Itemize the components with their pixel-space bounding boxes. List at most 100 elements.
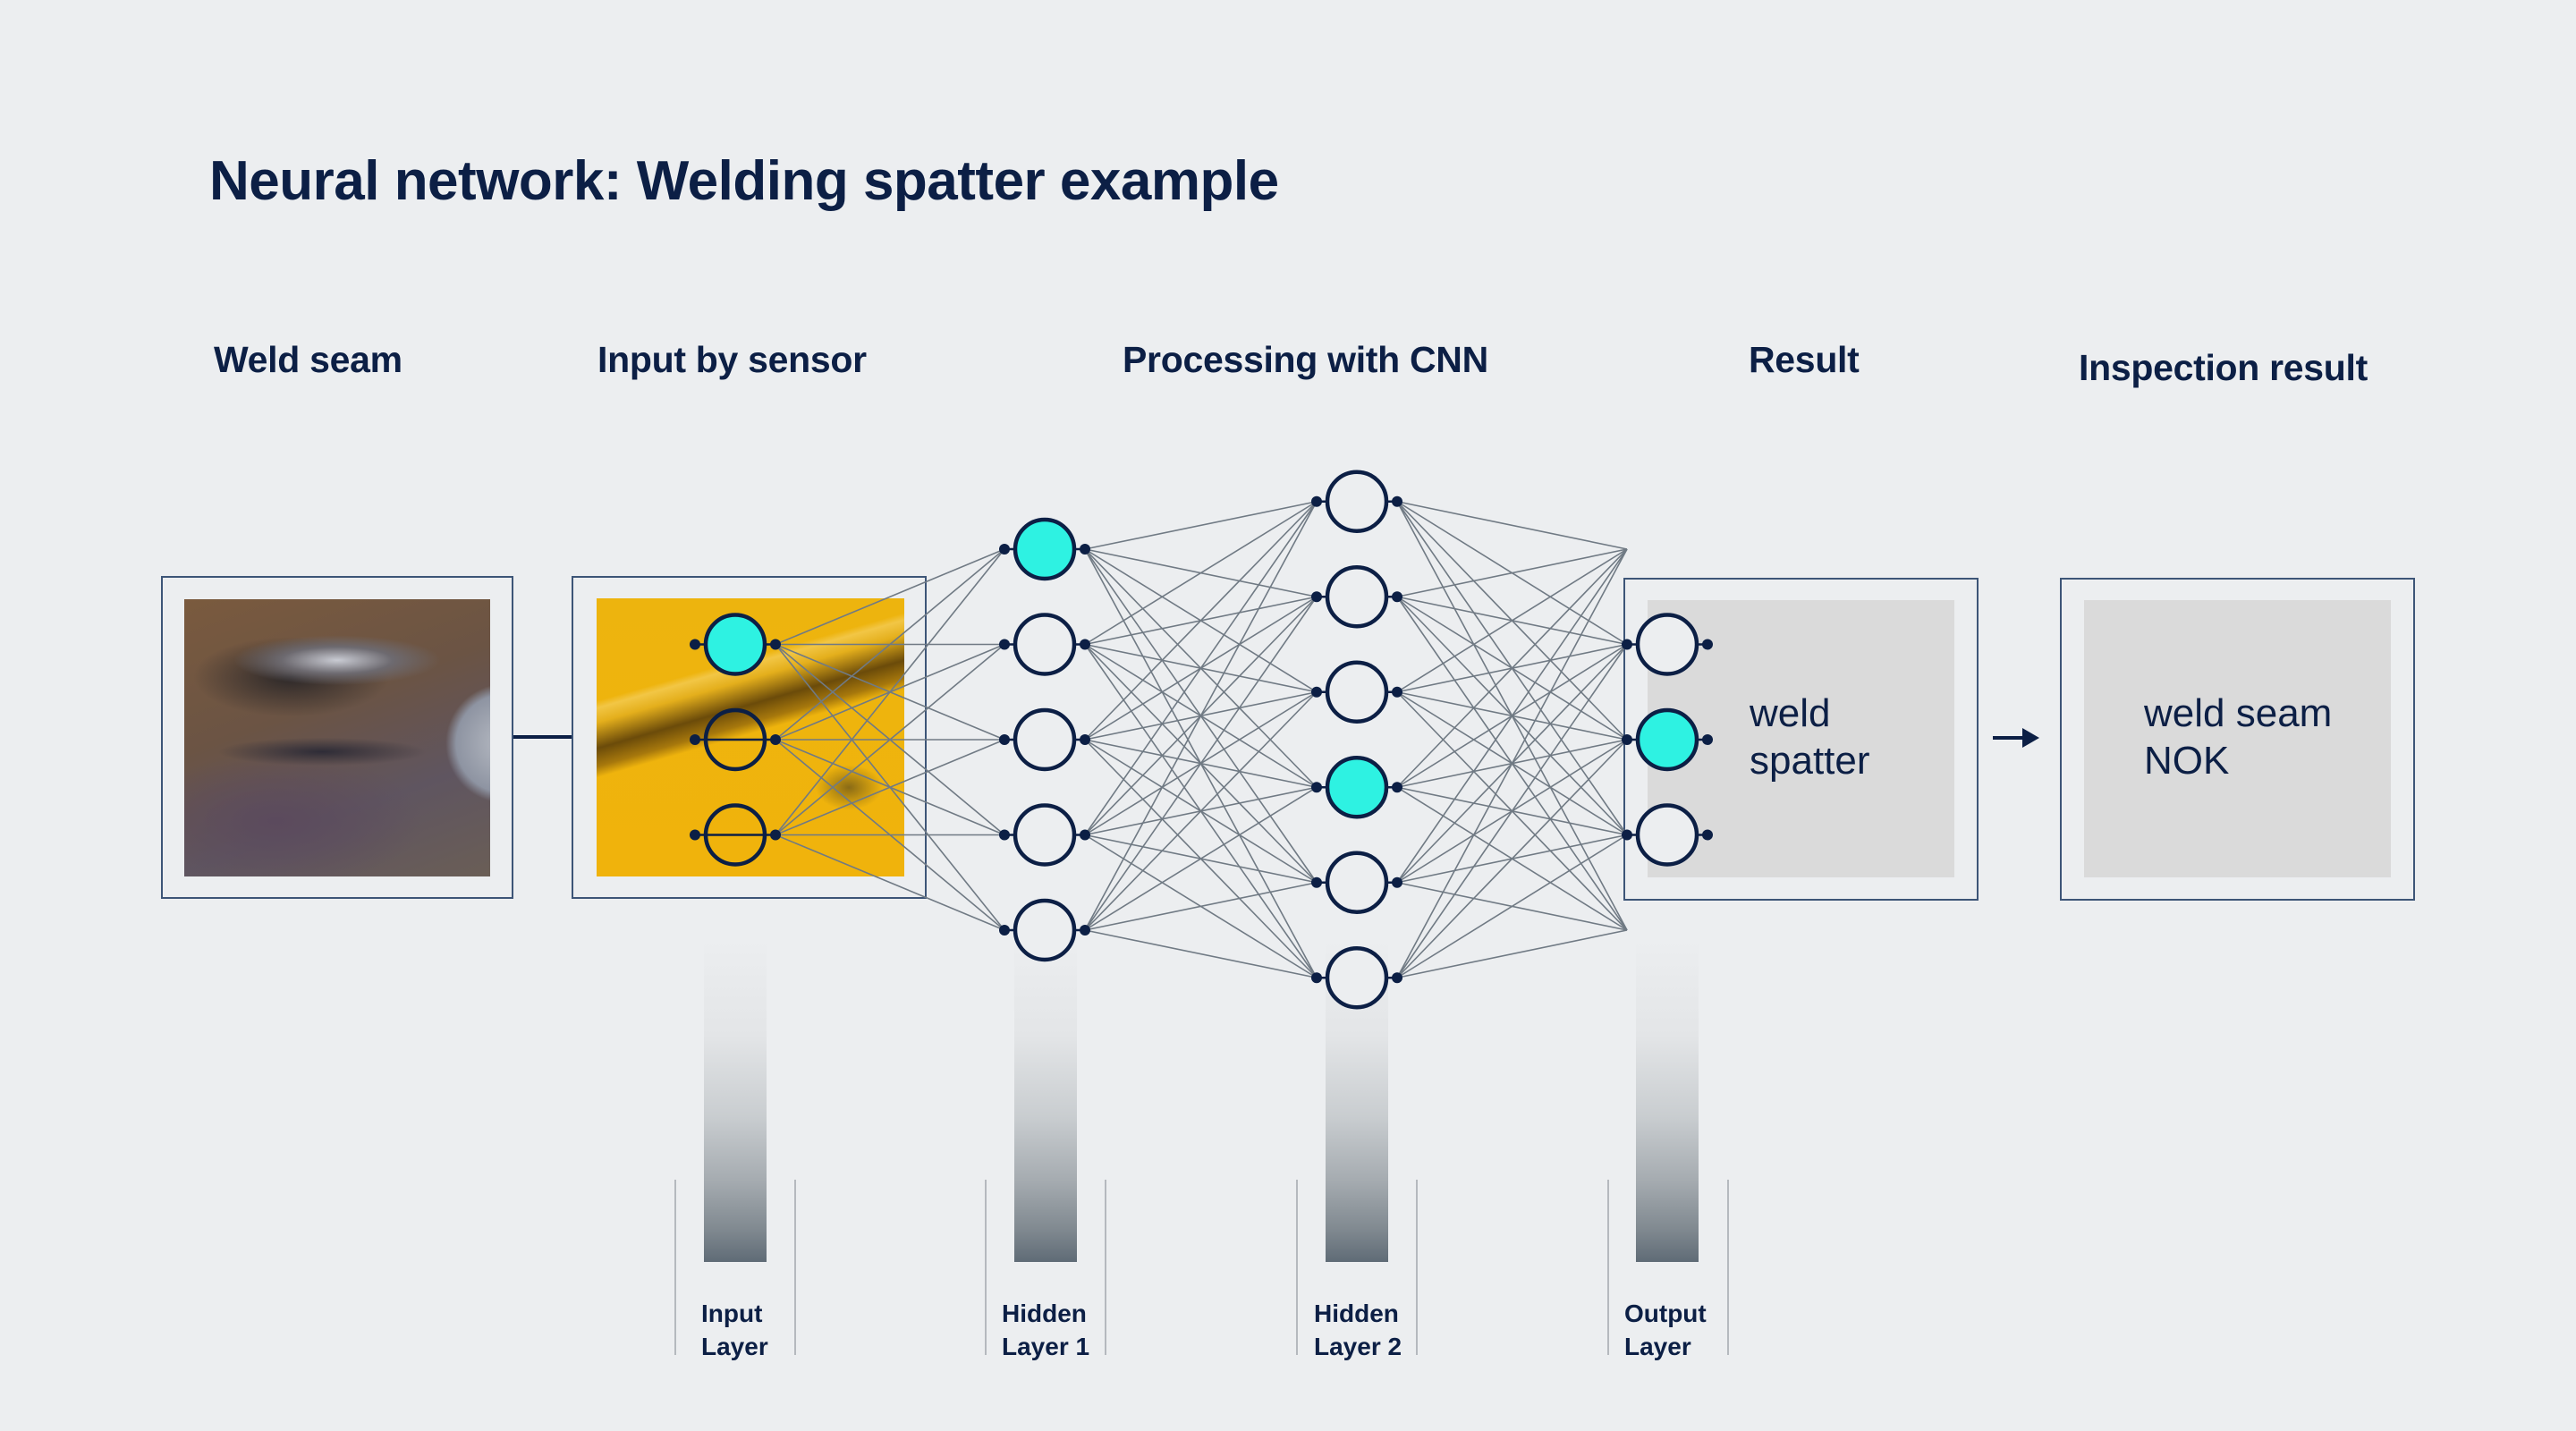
hidden-layer-1-rule-left xyxy=(985,1180,987,1355)
weld-seam-frame xyxy=(161,576,513,899)
neuron xyxy=(1311,470,1402,533)
neuron-output-dot xyxy=(770,734,781,745)
inspection-result-text: weld seam NOK xyxy=(2144,691,2333,783)
weld-seam-photo xyxy=(184,599,490,876)
connection-edge xyxy=(1084,929,1318,979)
neuron xyxy=(690,803,781,867)
column-header-weld-seam: Weld seam xyxy=(214,339,402,380)
page-title: Neural network: Welding spatter example xyxy=(209,150,1279,212)
neuron-input-dot xyxy=(690,734,700,745)
connector-line xyxy=(513,735,572,739)
arrow-right-icon xyxy=(1993,728,2039,748)
neuron-output-dot xyxy=(1080,829,1090,841)
connection-edge xyxy=(1084,691,1318,931)
neuron-input-dot xyxy=(690,639,700,650)
active-neuron-circle xyxy=(1013,517,1077,581)
connection-edge xyxy=(1084,501,1318,835)
connection-edge xyxy=(1084,501,1318,646)
neuron-circle xyxy=(703,707,767,772)
neuron-circle xyxy=(1325,470,1389,533)
connection-edge xyxy=(775,643,1005,836)
neuron-output-dot xyxy=(770,639,781,650)
neuron xyxy=(999,707,1090,772)
connection-edge xyxy=(1396,548,1628,884)
connection-edge xyxy=(775,739,1005,836)
neuron-circle xyxy=(1325,946,1389,1010)
connection-edge xyxy=(1396,834,1628,978)
neuron-output-dot xyxy=(1702,734,1713,745)
connection-edge xyxy=(1396,548,1628,978)
connection-edge xyxy=(1396,929,1628,979)
output-layer-rule-left xyxy=(1607,1180,1609,1355)
neuron-input-dot xyxy=(999,829,1010,841)
neuron-output-dot xyxy=(1392,782,1402,793)
neuron-input-dot xyxy=(999,925,1010,936)
neuron-output-dot xyxy=(1080,639,1090,650)
connection-edge xyxy=(1084,881,1318,931)
inspection-result-panel xyxy=(2084,600,2391,877)
connection-edge xyxy=(1084,596,1318,931)
neuron xyxy=(999,613,1090,676)
connection-edge xyxy=(775,548,1005,741)
connection-edge xyxy=(1084,501,1318,931)
neuron xyxy=(999,898,1090,962)
connection-edge xyxy=(1396,644,1628,978)
connection-edge xyxy=(775,834,1005,931)
neuron xyxy=(999,517,1090,581)
neuron-output-dot xyxy=(1392,876,1402,888)
output-layer-bar xyxy=(1636,939,1699,1262)
connection-edge xyxy=(1084,786,1318,931)
neuron-input-dot xyxy=(999,734,1010,745)
neuron xyxy=(1311,756,1402,819)
connection-edge xyxy=(1396,548,1628,788)
neuron-input-dot xyxy=(1311,495,1322,507)
input-layer-bar xyxy=(704,939,767,1262)
neuron-circle xyxy=(1635,613,1699,676)
connection-edge xyxy=(1084,500,1318,550)
neuron-output-dot xyxy=(1080,734,1090,745)
sensor-input-frame xyxy=(572,576,927,899)
connection-edge xyxy=(775,548,1005,836)
neuron xyxy=(1622,803,1713,867)
neuron xyxy=(1311,660,1402,724)
neuron-circle xyxy=(1325,851,1389,914)
neuron-input-dot xyxy=(1622,734,1632,745)
connection-edge xyxy=(1396,739,1628,978)
neuron-circle xyxy=(1013,803,1077,867)
input-layer-rule-right xyxy=(794,1180,796,1355)
neuron-output-dot xyxy=(1080,925,1090,936)
neuron-circle xyxy=(703,803,767,867)
neuron-circle xyxy=(1635,803,1699,867)
neuron xyxy=(999,803,1090,867)
neuron xyxy=(1311,946,1402,1010)
connection-edge xyxy=(1396,500,1628,550)
hidden-layer-2-rule-left xyxy=(1296,1180,1298,1355)
neuron xyxy=(690,707,781,772)
neuron-circle xyxy=(1013,707,1077,772)
hidden-layer-1-label: Hidden Layer 1 xyxy=(1002,1300,1090,1360)
connection-edge xyxy=(1396,548,1628,598)
neuron-input-dot xyxy=(1622,639,1632,650)
neuron xyxy=(1311,851,1402,914)
neuron-input-dot xyxy=(999,544,1010,555)
neuron-input-dot xyxy=(1311,686,1322,698)
neuron-output-dot xyxy=(1080,544,1090,555)
neuron-output-dot xyxy=(1702,639,1713,650)
neuron-circle xyxy=(1325,660,1389,724)
hidden-layer-2-label: Hidden Layer 2 xyxy=(1314,1300,1402,1360)
hidden-layer-1-rule-right xyxy=(1105,1180,1106,1355)
neuron-output-dot xyxy=(1392,686,1402,698)
neuron-output-dot xyxy=(1392,495,1402,507)
output-layer-label: Output Layer xyxy=(1624,1300,1707,1360)
neuron-output-dot xyxy=(1702,829,1713,841)
column-header-inspection-result: Inspection result xyxy=(2079,347,2368,388)
neuron-input-dot xyxy=(1622,829,1632,841)
connection-edge xyxy=(1396,548,1628,693)
neuron xyxy=(690,613,781,676)
neuron-input-dot xyxy=(1311,972,1322,984)
neuron xyxy=(1311,565,1402,629)
result-text: weld spatter xyxy=(1750,691,1870,783)
output-layer-rule-right xyxy=(1727,1180,1729,1355)
connection-edge xyxy=(775,548,1005,646)
input-layer-rule-left xyxy=(674,1180,676,1355)
